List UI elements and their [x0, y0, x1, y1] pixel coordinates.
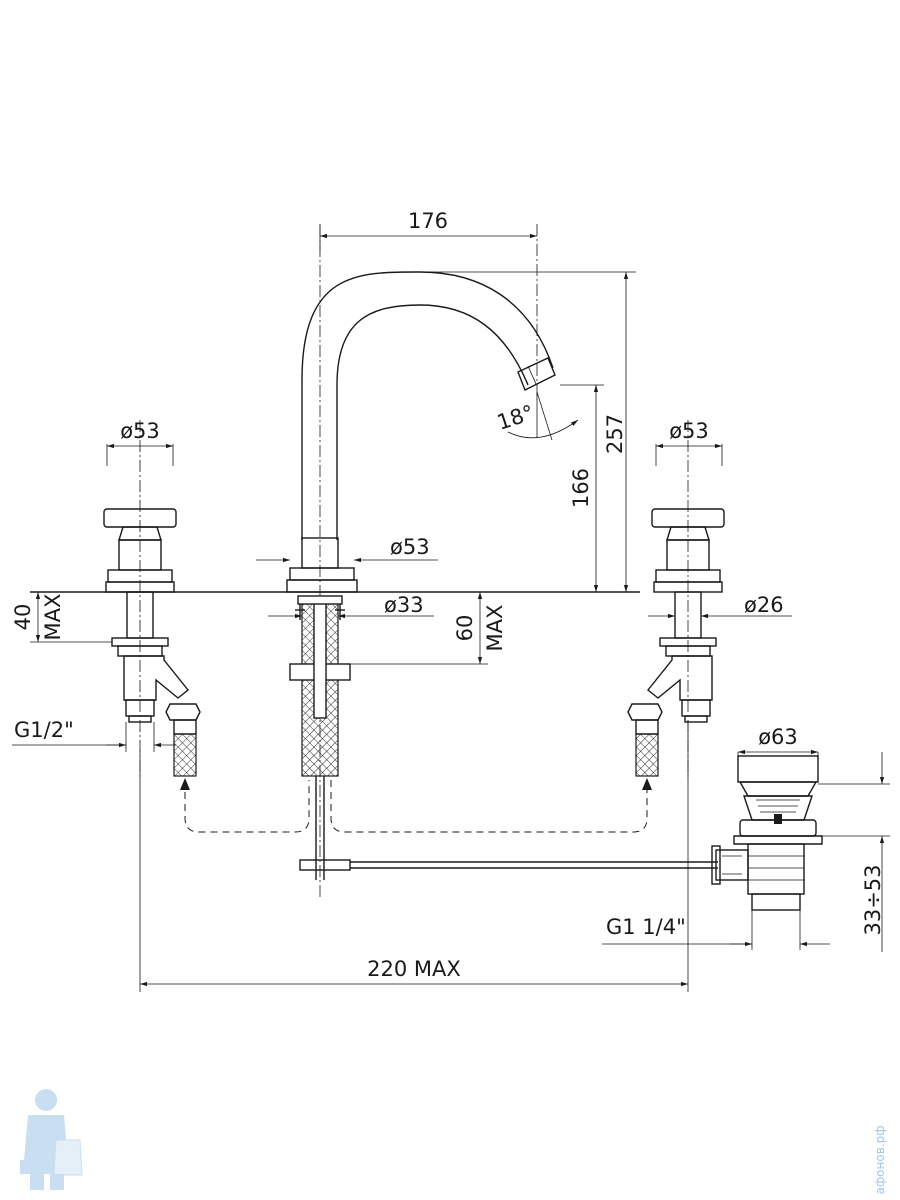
dim-outlet-height: [560, 384, 604, 592]
dim-label-left-deck-max: MAX: [41, 594, 65, 641]
dim-label-spout-reach: 176: [408, 209, 448, 233]
dim-handle-right: [655, 443, 723, 466]
dim-waste-adjust: [818, 752, 890, 952]
dim-label-waste-thread: G1 1/4": [606, 915, 686, 939]
dim-waste-diameter: [737, 749, 819, 760]
dim-label-overall-span: 220 MAX: [367, 957, 461, 981]
dim-label-outlet-height: 166: [569, 468, 593, 508]
waste-assembly: [711, 755, 823, 911]
spout-shank: [289, 595, 351, 880]
dim-label-waste-adjust: 33÷53: [861, 864, 885, 935]
dim-overall-span: [139, 720, 689, 992]
dim-label-handle-right: ø53: [669, 419, 709, 443]
dim-left-deck: [30, 592, 112, 643]
dim-handle-left: [106, 443, 174, 466]
dim-inlet-thread: [12, 722, 176, 752]
popup-linkage: [299, 859, 718, 871]
dim-label-waste-diameter: ø63: [758, 725, 798, 749]
dim-label-inlet-thread: G1/2": [14, 718, 74, 742]
watermark-text: афонов.рф: [873, 1126, 887, 1195]
dim-label-spout-height: 257: [603, 414, 627, 454]
right-valve: [627, 420, 725, 780]
dim-label-spout-angle: 18°: [494, 400, 537, 434]
dim-label-spout-deck-max: MAX: [483, 605, 507, 652]
dim-label-left-deck: 40: [11, 604, 35, 631]
dim-label-spout-shank: ø33: [384, 593, 424, 617]
dim-label-spout-base: ø53: [390, 535, 430, 559]
left-valve: [103, 420, 201, 780]
dim-label-handle-left: ø53: [120, 419, 160, 443]
dim-label-spout-deck: 60: [453, 615, 477, 642]
dim-label-valve-shank: ø26: [744, 593, 784, 617]
dim-spout-reach: [319, 224, 538, 400]
dim-spout-angle: [507, 391, 579, 441]
spout: [286, 225, 556, 900]
dim-spout-height: [420, 271, 636, 592]
plumber-logo: [20, 1089, 83, 1190]
hose-routing: [180, 778, 652, 833]
dim-spout-deck: [350, 592, 488, 665]
dim-waste-thread: [602, 910, 830, 950]
